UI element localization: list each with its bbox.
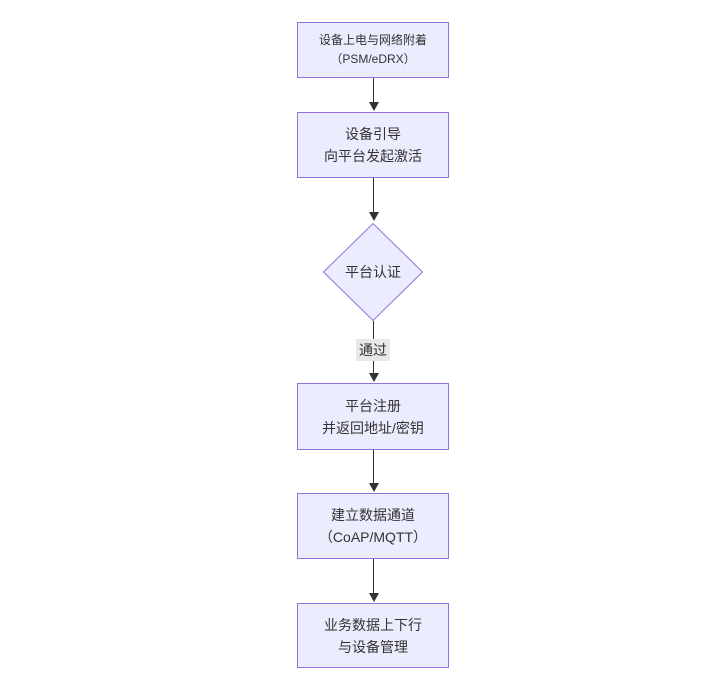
edge-line <box>373 78 374 108</box>
node-label-line: 平台认证 <box>345 264 401 280</box>
flow-node-register: 平台注册 并返回地址/密钥 <box>297 383 449 450</box>
node-label-line: 业务数据上下行 <box>324 616 422 633</box>
arrowhead-down-icon <box>368 373 379 382</box>
flow-node-bootstrap: 设备引导 向平台发起激活 <box>297 112 449 178</box>
arrowhead-down-icon <box>368 483 379 492</box>
arrowhead-down-icon <box>368 593 379 602</box>
flow-node-platform-auth-decision: 平台认证 <box>323 223 423 321</box>
edge-bootstrap-to-auth <box>368 178 379 221</box>
edge-register-to-channel <box>368 450 379 492</box>
node-label-line: （CoAP/MQTT） <box>318 529 428 545</box>
node-label-line: 设备上电与网络附着 <box>318 33 427 47</box>
edge-power-to-bootstrap <box>368 78 379 111</box>
edge-line <box>373 450 374 489</box>
arrowhead-down-icon <box>368 212 379 221</box>
node-label-line: 设备引导 <box>345 126 401 142</box>
flow-node-business: 业务数据上下行 与设备管理 <box>297 603 449 668</box>
node-label-line: 与设备管理 <box>338 638 408 655</box>
diamond-shape <box>323 223 423 321</box>
node-label-line: 向平台发起激活 <box>324 148 422 164</box>
edge-line <box>373 559 374 599</box>
node-label-line: 并返回地址/密钥 <box>322 419 424 436</box>
edge-line <box>373 178 374 218</box>
edge-channel-to-business <box>368 559 379 602</box>
node-label-line: 建立数据通道 <box>331 507 415 523</box>
flow-node-power-attach: 设备上电与网络附着 （PSM/eDRX） <box>297 22 449 78</box>
node-label-line: （PSM/eDRX） <box>330 52 416 66</box>
flow-node-data-channel: 建立数据通道 （CoAP/MQTT） <box>297 493 449 559</box>
arrowhead-down-icon <box>368 102 379 111</box>
node-label-line: 平台注册 <box>345 397 401 414</box>
edge-label-pass: 通过 <box>356 339 390 361</box>
